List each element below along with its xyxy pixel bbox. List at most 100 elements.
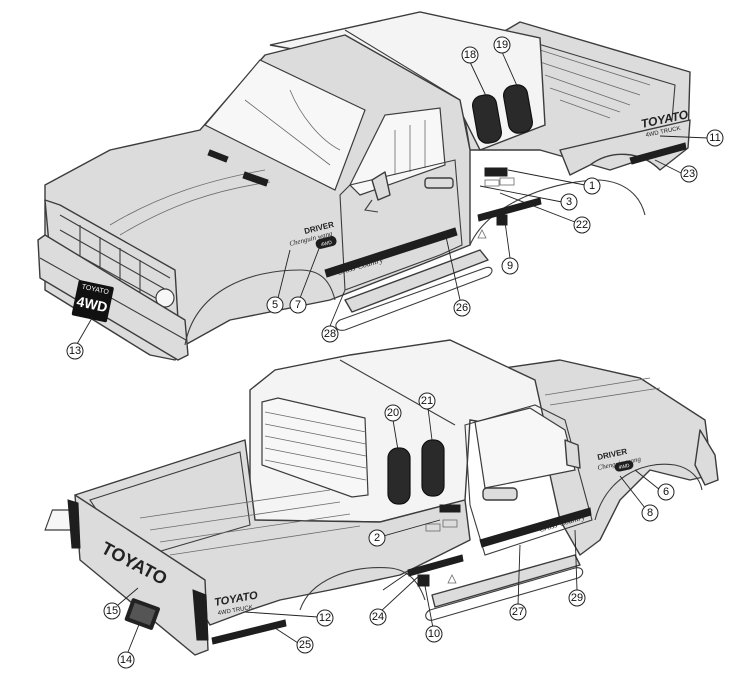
front-view-decal-3a	[484, 179, 500, 187]
front-view-door-handle	[424, 177, 454, 189]
rear-view-rear-window-slats	[264, 411, 367, 481]
callout-8-label: 8	[647, 507, 653, 519]
callout-10-label: 10	[428, 628, 440, 640]
callout-15-label: 15	[106, 605, 118, 617]
callout-9-label: 9	[507, 260, 513, 272]
callout-25: 25	[296, 636, 314, 654]
callout-7: 7	[289, 296, 307, 314]
callout-25-label: 25	[299, 639, 311, 651]
callout-2-label: 2	[374, 532, 380, 544]
callout-21-label: 21	[421, 395, 433, 407]
front-view-bed-slots	[539, 49, 651, 119]
callout-29-label: 29	[571, 592, 583, 604]
callout-5-label: 5	[272, 299, 278, 311]
rear-view-decal-2c	[439, 504, 461, 513]
front-view-4wd-badge	[315, 236, 337, 249]
callout-13: 13	[66, 342, 84, 360]
callout-15: 15	[103, 602, 121, 620]
rear-view-side-step	[431, 554, 581, 608]
rear-view-decal-10	[417, 574, 430, 587]
rear-view-window-20	[387, 447, 411, 505]
rear-view-tailgate	[74, 494, 209, 656]
rear-view-stripe-24	[407, 554, 464, 577]
callout-1: 1	[583, 177, 601, 195]
callout-11: 11	[706, 129, 724, 147]
callout-24-label: 24	[372, 611, 384, 623]
front-view-stripe-22	[477, 197, 542, 222]
callout-5: 5	[266, 296, 284, 314]
callout-19-label: 19	[496, 39, 508, 51]
front-view-stripe-26	[324, 227, 458, 278]
callout-28-label: 28	[324, 328, 336, 340]
callout-29: 29	[568, 589, 586, 607]
rear-view-stripe-27	[479, 507, 592, 548]
rear-view-4wd-text: 4WD	[618, 463, 630, 471]
rear-view-warning-triangle	[447, 574, 457, 584]
callout-11-label: 11	[709, 132, 720, 144]
callouts: 1 2 3 5 6 7 8 9 10 11 12 13 14 15 18 19 …	[66, 36, 724, 669]
callout-1-label: 1	[589, 180, 595, 192]
callout-21: 21	[418, 392, 436, 410]
rear-view-tail-light-left	[67, 499, 81, 549]
callout-23-label: 23	[683, 168, 695, 180]
front-view-decal-1	[484, 167, 508, 177]
callout-23: 23	[680, 165, 698, 183]
callout-9: 9	[501, 257, 519, 275]
callout-22-label: 22	[576, 219, 588, 231]
front-view-windshield	[204, 59, 366, 191]
callout-20-label: 20	[387, 407, 399, 419]
rear-view-license-plate	[124, 598, 160, 630]
callout-13-label: 13	[69, 345, 81, 357]
callout-6: 6	[657, 483, 675, 501]
callout-7-label: 7	[295, 299, 301, 311]
front-view-bumper	[37, 234, 189, 361]
front-view-license-plate: TOYATO 4WD	[71, 280, 114, 323]
plate-main-text: 4WD	[75, 293, 109, 315]
callout-24: 24	[369, 608, 387, 626]
leader-lines	[76, 51, 709, 653]
rear-view-decal-2b	[442, 519, 458, 528]
front-view-4wd-text: 4WD	[320, 240, 333, 249]
front-view-headlight	[155, 288, 175, 308]
rear-view-4wd-badge	[614, 460, 634, 472]
callout-12: 12	[316, 609, 334, 627]
callout-12-label: 12	[319, 612, 331, 624]
callout-8: 8	[641, 504, 659, 522]
rear-view-stripe-25	[211, 619, 287, 645]
callout-27-label: 27	[512, 606, 524, 618]
callout-28: 28	[321, 325, 339, 343]
rear-view-rear-window	[261, 397, 369, 498]
front-view-warning-triangle	[477, 229, 487, 239]
callout-3-label: 3	[566, 196, 572, 208]
rear-view-decal-2a	[425, 523, 441, 532]
truck-rear-view: TOYATO TOYATO 4WD TRUCK Cross-Country	[44, 339, 719, 656]
callout-14-label: 14	[120, 654, 132, 666]
front-view-window-19	[502, 84, 534, 134]
callout-3: 3	[560, 193, 578, 211]
callout-6-label: 6	[663, 486, 669, 498]
front-view-stripe-23	[629, 142, 687, 165]
front-view-door-window	[349, 107, 446, 196]
front-view-window-18	[471, 94, 503, 144]
callout-26-label: 26	[456, 302, 468, 314]
callout-20: 20	[384, 404, 402, 422]
front-view-decal-3b	[499, 177, 515, 186]
callout-26: 26	[453, 299, 471, 317]
rear-view-window-21	[421, 439, 445, 497]
rear-view-tail-light-right	[192, 589, 209, 641]
front-view-mirror	[371, 171, 391, 201]
callout-19: 19	[493, 36, 511, 54]
truck-front-view: TOYATO 4WD TOYATO 4WD TRUCK DRIVER Cheng…	[37, 11, 691, 361]
rear-view-door-handle	[482, 487, 518, 501]
callout-10: 10	[425, 625, 443, 643]
rear-view-mirror	[564, 439, 581, 469]
callout-18: 18	[461, 46, 479, 64]
front-view-decal-9	[496, 214, 508, 226]
callout-14: 14	[117, 651, 135, 669]
callout-2: 2	[368, 529, 386, 547]
callout-18-label: 18	[464, 49, 476, 61]
callout-27: 27	[509, 603, 527, 621]
callout-22: 22	[573, 216, 591, 234]
